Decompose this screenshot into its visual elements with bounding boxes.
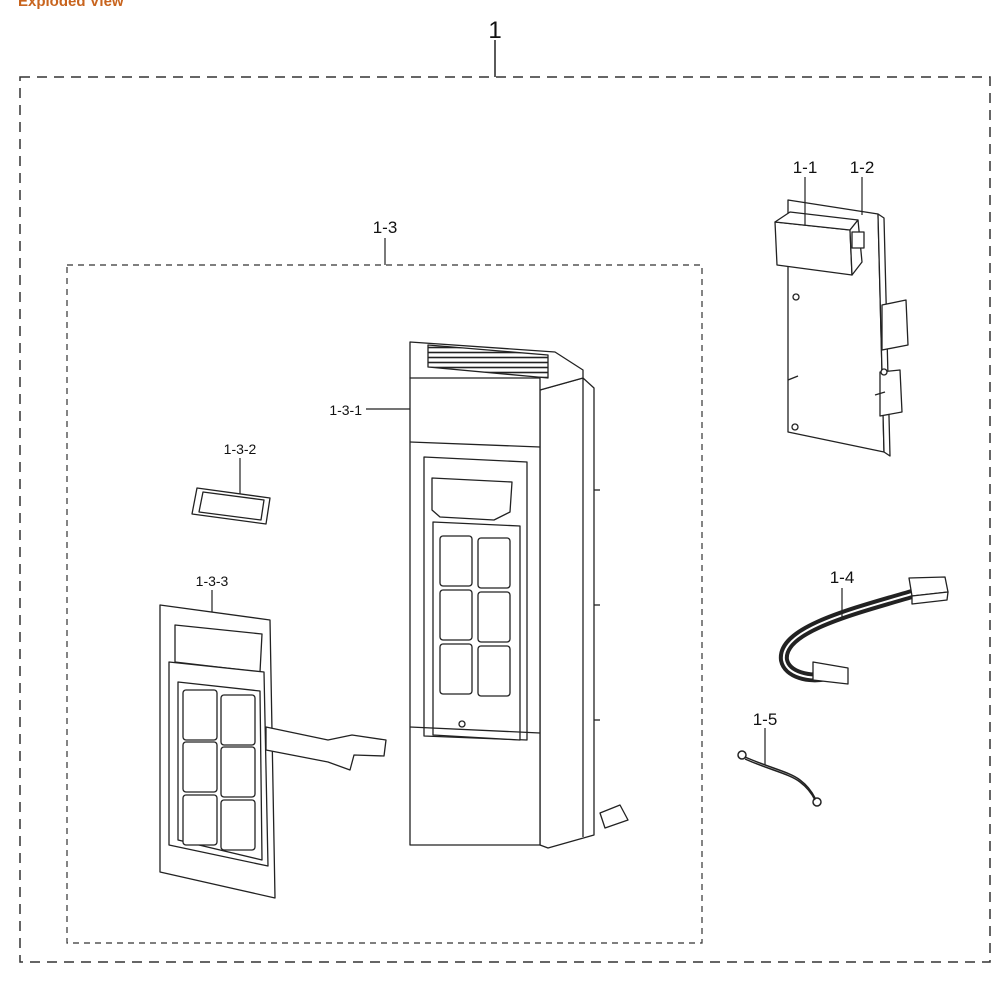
label-1-2: 1-2 (850, 158, 875, 177)
wire-harness-part (778, 576, 949, 685)
label-1-5: 1-5 (753, 710, 778, 729)
label-1-3-2: 1-3-2 (224, 441, 257, 457)
ground-wire-part (737, 750, 822, 807)
page-title: Exploded View (18, 0, 124, 10)
subassembly-1-3-boundary (66, 264, 703, 944)
label-1-1: 1-1 (793, 158, 818, 177)
label-1: 1 (488, 17, 501, 44)
label-1-3-3: 1-3-3 (196, 573, 229, 589)
label-1-3-1: 1-3-1 (329, 402, 362, 418)
label-1-4: 1-4 (830, 568, 855, 587)
assembly-boundary (19, 76, 991, 963)
display-window-part (191, 487, 271, 525)
pcb-board-part (774, 199, 909, 457)
control-panel-frame-part (409, 341, 629, 849)
membrane-keypad-part (159, 604, 387, 899)
label-1-3: 1-3 (373, 218, 398, 237)
